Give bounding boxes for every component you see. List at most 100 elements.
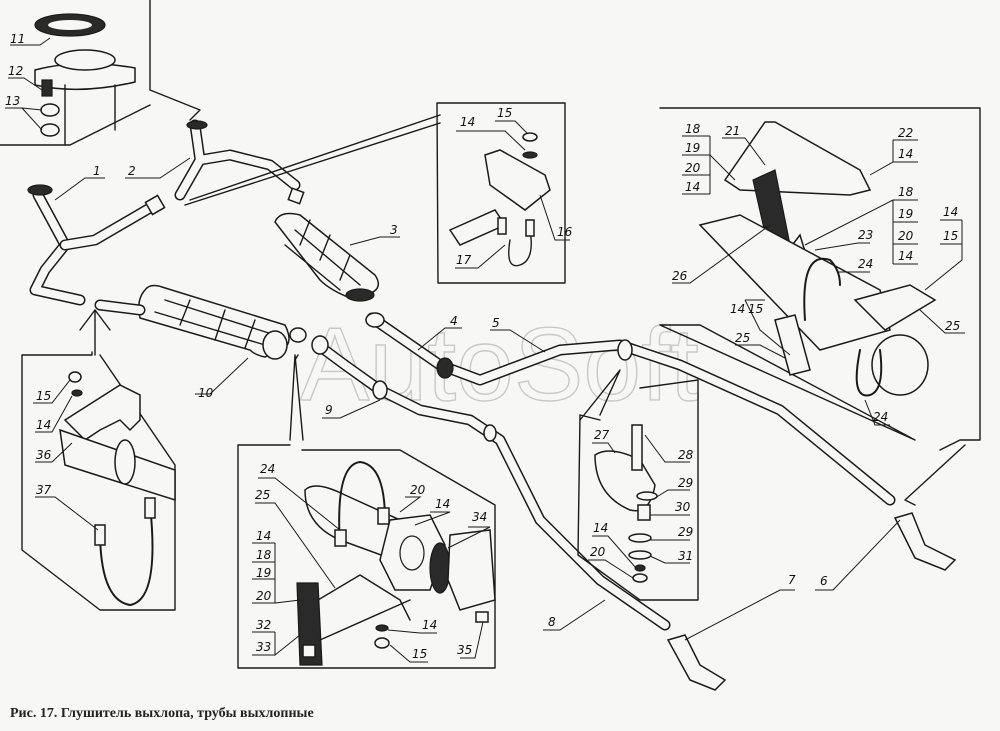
inset-hanger-right: 18 19 20 14 21 22 14 18 19 20 14 23 24 1… bbox=[659, 107, 981, 451]
bolt-part-28 bbox=[631, 424, 643, 471]
callout-stack-b: 22 14 bbox=[869, 126, 918, 176]
main-callouts: 1 2 3 4 5 6 7 8 9 10 bbox=[54, 157, 901, 641]
callout-2: 2 bbox=[128, 164, 136, 178]
bolt-part-35 bbox=[475, 611, 489, 623]
callout-15-bm: 15 bbox=[412, 647, 427, 661]
nut-part-15 bbox=[522, 132, 538, 142]
callout-25a: 25 bbox=[945, 319, 960, 333]
inset-flange-joint: 24 25 20 14 34 14 18 19 20 32 33 14 15 3… bbox=[237, 444, 496, 669]
callout-34: 34 bbox=[472, 510, 487, 524]
callout-21: 21 bbox=[725, 124, 740, 138]
callout-16: 16 bbox=[557, 225, 573, 239]
callout-23: 23 bbox=[858, 228, 873, 242]
callout-35: 35 bbox=[457, 643, 472, 657]
callout-14e: 14 bbox=[730, 302, 745, 316]
callout-20-bm-s: 20 bbox=[256, 589, 272, 603]
callout-7: 7 bbox=[788, 573, 796, 587]
callout-29a: 29 bbox=[678, 476, 693, 490]
main-pipes bbox=[27, 114, 966, 691]
bracket-part-16 bbox=[484, 149, 551, 211]
callout-30: 30 bbox=[675, 500, 691, 514]
callout-14a: 14 bbox=[685, 180, 700, 194]
callout-25b: 25 bbox=[735, 331, 750, 345]
callout-36: 36 bbox=[36, 448, 52, 462]
washer-part-14-mount bbox=[634, 564, 646, 572]
washer-part-14-bm bbox=[375, 624, 389, 632]
clamp-part-27 bbox=[594, 450, 656, 512]
nut-part-13a bbox=[40, 103, 60, 117]
callout-13: 13 bbox=[5, 94, 20, 108]
washer-part-29a bbox=[636, 491, 658, 501]
callout-14-left: 14 bbox=[36, 418, 51, 432]
nut-part-15-bm bbox=[374, 637, 390, 649]
inset-flange: 11 12 13 bbox=[0, 0, 201, 146]
callout-10: 10 bbox=[198, 386, 214, 400]
callout-14-mount: 14 bbox=[593, 521, 608, 535]
bracket-part-36 bbox=[63, 384, 141, 441]
clamp-part-25a bbox=[853, 284, 937, 331]
callout-stack-bm: 14 18 19 20 bbox=[252, 529, 301, 604]
inset-mount: 27 28 29 30 29 31 14 20 bbox=[577, 379, 699, 601]
callout-18a: 18 bbox=[685, 122, 701, 136]
callout-1: 1 bbox=[93, 164, 101, 178]
inset-clamp-top: 14 15 16 17 bbox=[436, 102, 573, 284]
gasket-part-34 bbox=[429, 542, 451, 594]
callout-6: 6 bbox=[820, 574, 828, 588]
callout-20c: 20 bbox=[898, 229, 914, 243]
callout-29b: 29 bbox=[678, 525, 693, 539]
callout-19-bm: 19 bbox=[256, 566, 271, 580]
callout-25-bm: 25 bbox=[255, 488, 270, 502]
callout-15e: 15 bbox=[748, 302, 763, 316]
ubolt-part-37 bbox=[99, 504, 154, 606]
callout-14-top: 14 bbox=[460, 115, 475, 129]
flange-right bbox=[447, 529, 496, 611]
nut-part-20-mount bbox=[632, 573, 648, 583]
callout-14-bm-s: 14 bbox=[256, 529, 271, 543]
callout-14d: 14 bbox=[943, 205, 958, 219]
callout-stack-c: 18 19 20 14 bbox=[804, 185, 918, 265]
callout-8: 8 bbox=[548, 615, 556, 629]
callout-20-mount: 20 bbox=[590, 545, 606, 559]
callout-stack-d: 14 15 bbox=[924, 205, 963, 291]
callout-24a: 24 bbox=[858, 257, 873, 271]
bracket-part-21 bbox=[723, 121, 872, 196]
callout-24b: 24 bbox=[873, 410, 888, 424]
callout-9: 9 bbox=[325, 403, 333, 417]
callout-15-top: 15 bbox=[497, 106, 512, 120]
inset-clamp-left: 15 14 36 37 bbox=[21, 351, 176, 611]
washer-part-14-left bbox=[71, 389, 83, 397]
callout-15-left: 15 bbox=[36, 389, 51, 403]
callout-14b: 14 bbox=[898, 147, 913, 161]
callout-18-bm: 18 bbox=[256, 548, 272, 562]
callout-37: 37 bbox=[36, 483, 52, 497]
callout-24-bm: 24 bbox=[260, 462, 275, 476]
washer-part-31 bbox=[628, 550, 652, 560]
callout-19a: 19 bbox=[685, 141, 700, 155]
bushing-part-30 bbox=[637, 504, 651, 521]
callout-33: 33 bbox=[256, 640, 271, 654]
callout-stack-bm2: 32 33 bbox=[252, 618, 301, 657]
nut-part-15-left bbox=[68, 371, 82, 383]
callout-19c: 19 bbox=[898, 207, 913, 221]
flange-pipe-1 bbox=[27, 184, 53, 196]
flange-pipe-2 bbox=[186, 120, 208, 130]
washer-part-14 bbox=[522, 151, 538, 159]
callout-20a: 20 bbox=[685, 161, 701, 175]
watermark: AutoSoft bbox=[300, 307, 699, 423]
tailpipe-part-6 bbox=[893, 512, 957, 571]
callout-5: 5 bbox=[492, 316, 500, 330]
callout-3: 3 bbox=[390, 223, 398, 237]
callout-31: 31 bbox=[678, 549, 693, 563]
callout-18c: 18 bbox=[898, 185, 914, 199]
nut-part-13b bbox=[40, 123, 60, 137]
muffler-part-3 bbox=[274, 212, 380, 299]
stud-part-12 bbox=[41, 79, 53, 97]
washer-part-29b bbox=[628, 533, 652, 543]
callout-22: 22 bbox=[898, 126, 913, 140]
callout-27: 27 bbox=[594, 428, 610, 442]
callout-20-bm: 20 bbox=[410, 483, 426, 497]
callout-17: 17 bbox=[456, 253, 472, 267]
callout-12: 12 bbox=[8, 64, 23, 78]
callout-4: 4 bbox=[450, 314, 458, 328]
